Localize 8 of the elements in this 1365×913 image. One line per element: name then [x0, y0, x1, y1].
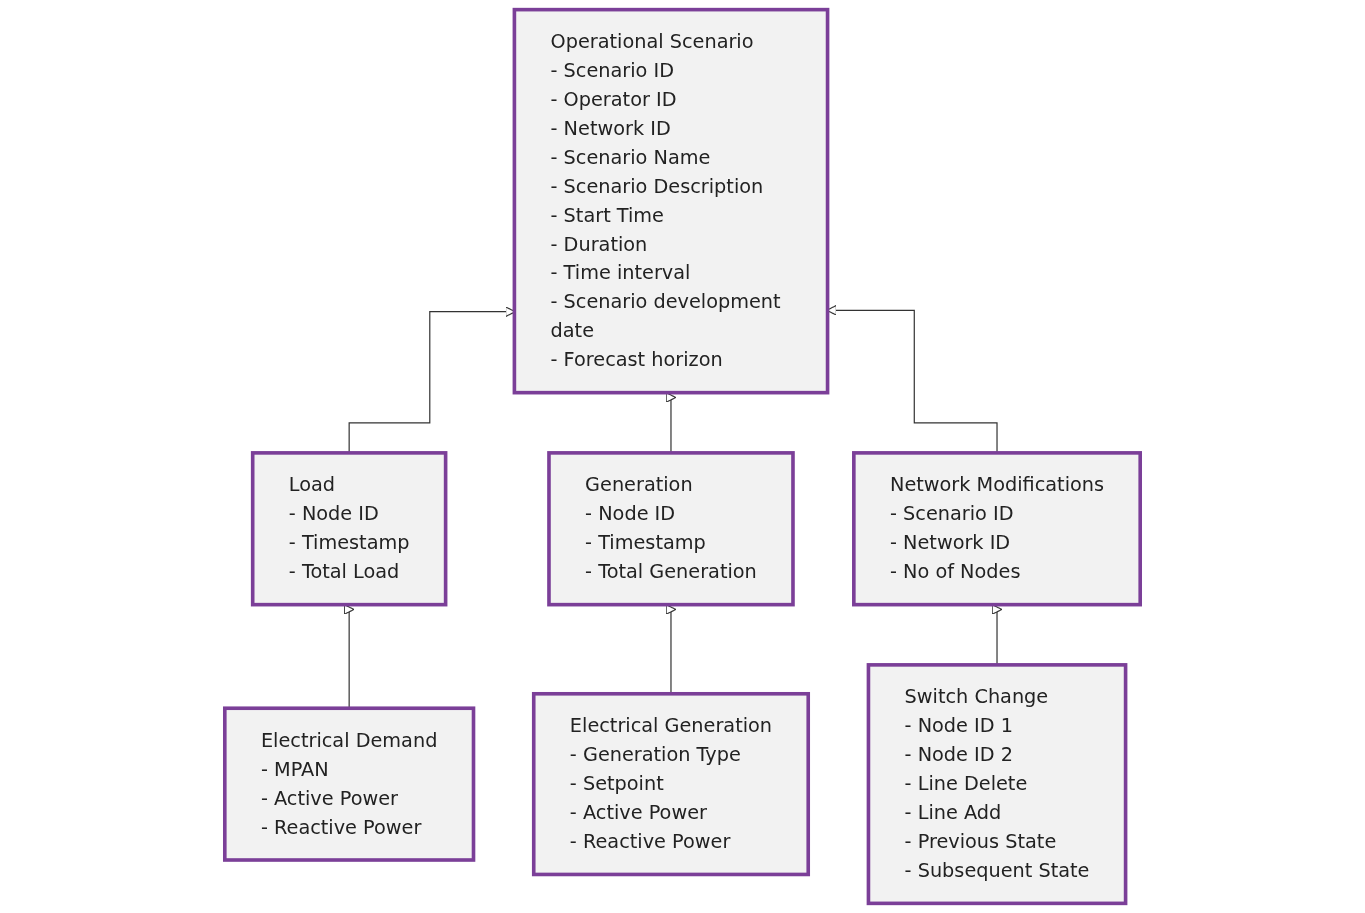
node-box: Electrical Demand - MPAN - Active Power - Reactive Power	[223, 706, 476, 862]
node-box: Network Modifications - Scenario ID - Network ID - No of Nodes	[852, 451, 1142, 607]
node-box: Switch Change - Node ID 1 - Node ID 2 - Line Delete - Line Add - Previous State - Subsequent State	[866, 663, 1128, 906]
node-box: Operational Scenario - Scenario ID - Operator ID - Network ID - Scenario Name - Scenario Description - Start Time - Duration - Time interval - Scenario development date - Forecast horizon	[512, 7, 830, 395]
node-box: Electrical Generation - Generation Type - Setpoint - Active Power - Reactive Power	[531, 691, 811, 877]
node-box: Load - Node ID - Timestamp - Total Load	[250, 451, 448, 607]
arrow	[343, 604, 355, 709]
node-box: Generation - Node ID - Timestamp - Total Generation	[547, 451, 795, 607]
